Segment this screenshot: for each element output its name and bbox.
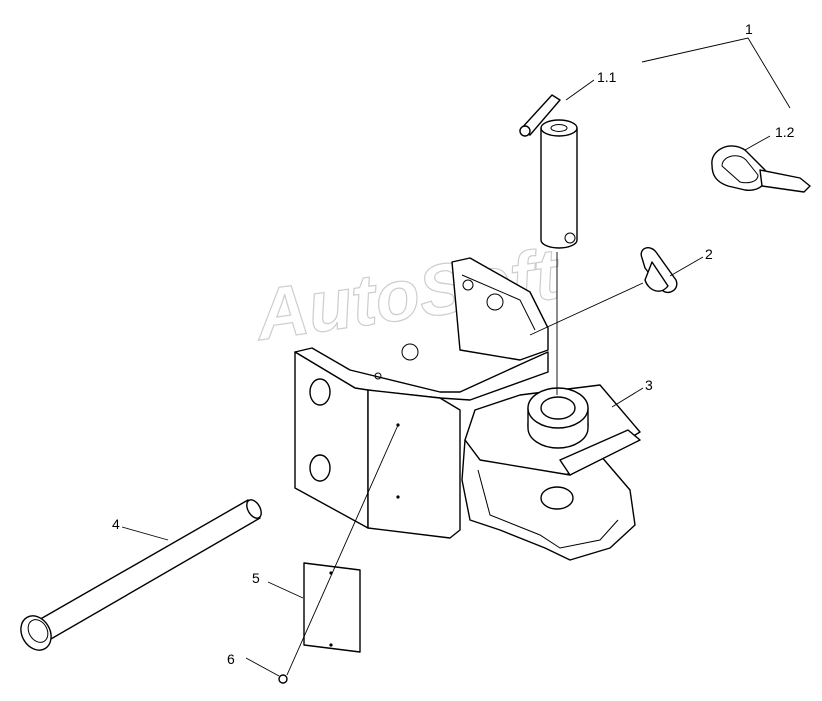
callout-3: 3 [645,377,653,393]
callout-4: 4 [112,516,120,532]
callout-6: 6 [227,651,235,667]
main-bracket [294,257,549,539]
callout-5: 5 [252,570,260,586]
part-1-1-handle-pin [519,94,578,249]
callout-1-2: 1.2 [775,124,795,140]
callout-2: 2 [705,246,713,262]
callout-1-1: 1.1 [597,69,617,85]
callout-1: 1 [745,21,753,37]
chain [569,119,736,198]
part-5-plate [303,562,361,653]
part-6-screw [278,674,288,684]
part-1-2-chain-hook [711,145,811,193]
part-3-coupling-jaw [461,384,641,561]
part-2-clip [640,247,678,294]
leader-lines [121,37,791,677]
part-4-long-pin [20,499,262,651]
